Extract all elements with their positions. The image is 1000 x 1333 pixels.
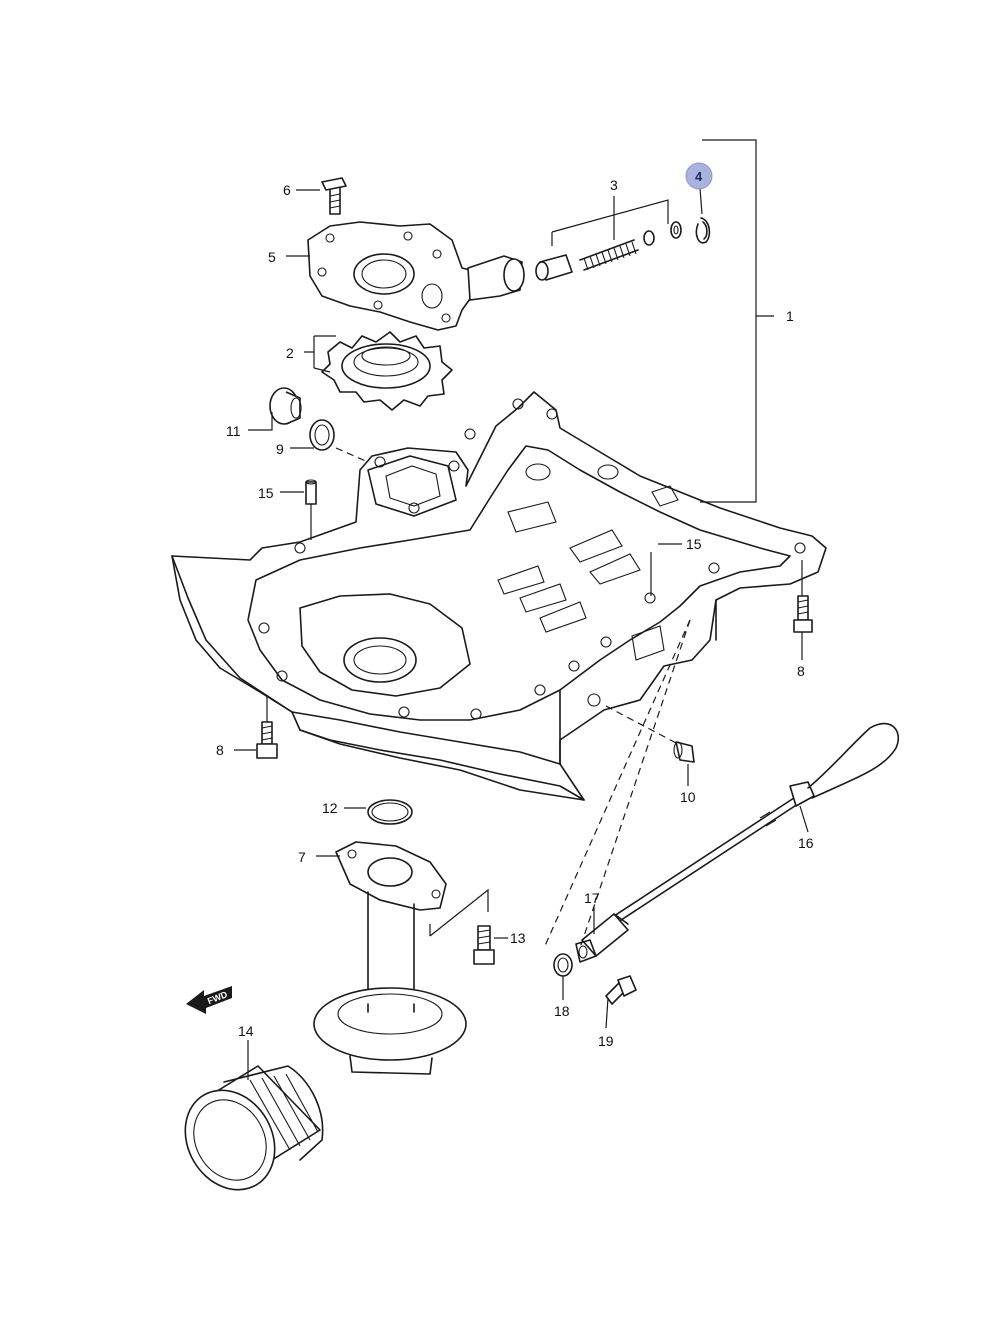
o-ring-18 xyxy=(553,953,573,977)
dipstick-guide-17 xyxy=(575,913,629,963)
gasket-9 xyxy=(309,419,335,451)
callout-10[interactable]: 10 xyxy=(680,789,696,805)
drain-plug-11 xyxy=(269,387,302,425)
callout-16[interactable]: 16 xyxy=(798,835,814,851)
bolt-8-left xyxy=(256,721,278,759)
oil-pan-body xyxy=(171,391,827,801)
highlight-badge xyxy=(685,162,713,190)
bolt-6 xyxy=(321,177,347,215)
dashed-guide-pan-to-bracket xyxy=(579,619,691,949)
oil-filter-14 xyxy=(184,1065,324,1191)
callout-13[interactable]: 13 xyxy=(510,930,526,946)
oil-pump-cover xyxy=(307,221,525,331)
callout-19[interactable]: 19 xyxy=(598,1033,614,1049)
dowel-pin-15-left xyxy=(305,479,317,505)
relief-valve-parts xyxy=(535,221,682,281)
callout-2[interactable]: 2 xyxy=(286,345,294,361)
callout-11[interactable]: 11 xyxy=(226,423,241,439)
callout-7[interactable]: 7 xyxy=(298,849,306,865)
callout-3[interactable]: 3 xyxy=(610,177,618,193)
fwd-label: FWD xyxy=(206,989,229,1006)
bolt-8-right xyxy=(793,595,813,633)
callout-5[interactable]: 5 xyxy=(268,249,276,265)
o-ring-12 xyxy=(367,799,413,825)
callout-4[interactable]: 4 xyxy=(695,169,703,184)
oil-strainer-7 xyxy=(313,841,467,1075)
callout-18[interactable]: 18 xyxy=(554,1003,570,1019)
callout-17[interactable]: 17 xyxy=(584,890,600,906)
dashed-guide-gasket-9 xyxy=(335,447,369,463)
callout-8-right[interactable]: 8 xyxy=(797,663,805,679)
callout-12[interactable]: 12 xyxy=(322,800,338,816)
dashed-guide-plug-10 xyxy=(605,705,679,745)
callout-9[interactable]: 9 xyxy=(276,441,284,457)
fwd-arrow: FWD xyxy=(186,986,232,1014)
oil-pump-gear-set xyxy=(321,331,453,411)
snap-ring-4 xyxy=(695,217,711,244)
callout-6[interactable]: 6 xyxy=(283,182,291,198)
plug-10 xyxy=(673,741,695,763)
dipstick-16 xyxy=(607,722,899,927)
bolt-13 xyxy=(429,888,495,965)
callout-15-left[interactable]: 15 xyxy=(258,485,274,501)
bolt-19 xyxy=(605,975,637,1005)
callout-1[interactable]: 1 xyxy=(786,308,794,324)
callout-15-right[interactable]: 15 xyxy=(686,536,702,552)
leader-lines xyxy=(234,139,809,1080)
callout-8-left[interactable]: 8 xyxy=(216,742,224,758)
callout-14[interactable]: 14 xyxy=(238,1023,254,1039)
